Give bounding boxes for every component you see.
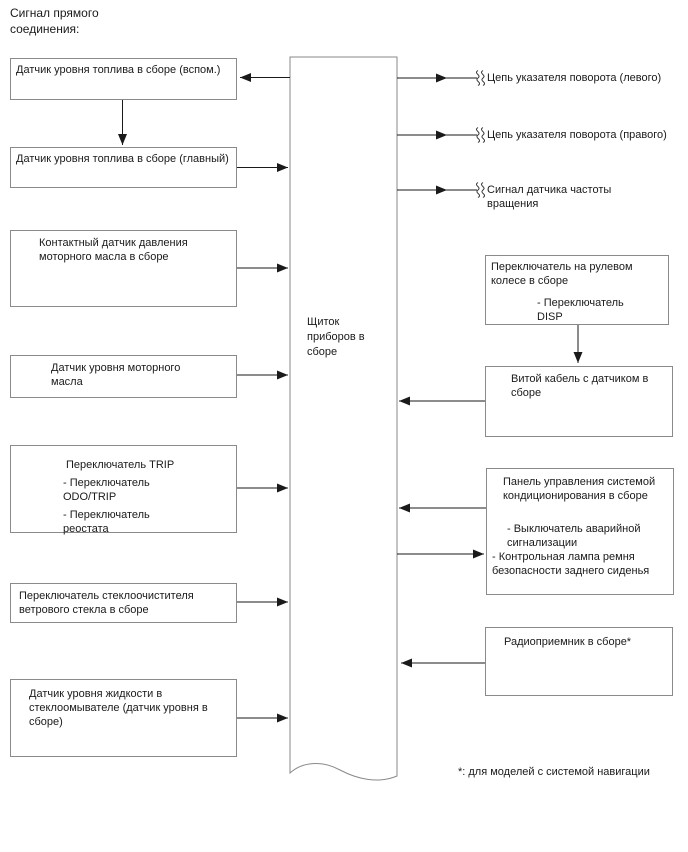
box-title: Переключатель на рулевом колесе в сборе — [491, 261, 633, 287]
signal-speed-sensor-label: Сигнал датчика частоты вращения — [487, 184, 612, 210]
signal-line-speed-sensor — [397, 182, 486, 198]
footnote: *: для моделей с системой навигации — [458, 766, 650, 778]
box-spiral-cable: Витой кабель с датчиком в сборе — [485, 366, 673, 437]
box-trip-switch: Переключатель TRIP - Переключатель ODO/T… — [10, 445, 237, 535]
box-label: Датчик уровня жидкости в стеклоомывателе… — [29, 688, 208, 728]
box-radio-receiver: Радиоприемник в сборе* — [485, 627, 673, 696]
box-fuel-sensor-main: Датчик уровня топлива в сборе (главный) — [10, 147, 237, 188]
box-title: Панель управления системой кондициониров… — [503, 476, 656, 502]
box-wiper-switch: Переключатель стеклоочистителя ветрового… — [10, 583, 237, 623]
box-label: Датчик уровня топлива в сборе (главный) — [16, 153, 229, 165]
box-sub-item: - Переключатель DISP — [537, 297, 624, 323]
center-box-shape — [289, 56, 398, 781]
box-oil-pressure-switch: Контактный датчик давления моторного мас… — [10, 230, 237, 307]
box-label: Контактный датчик давления моторного мас… — [39, 237, 188, 263]
box-oil-level-sensor: Датчик уровня моторного масла — [10, 355, 237, 398]
box-instrument-cluster-label: Щиток приборов в сборе — [307, 316, 365, 358]
signal-turn-right-label: Цепь указателя поворота (правого) — [487, 129, 667, 141]
box-washer-level-sensor: Датчик уровня жидкости в стеклоомывателе… — [10, 679, 237, 757]
break-squiggle-icon — [475, 70, 481, 86]
break-squiggle-icon — [480, 182, 486, 198]
break-squiggle-icon — [475, 182, 481, 198]
box-sub-item: - Переключатель ODO/TRIP — [63, 477, 150, 503]
page-title: Сигнал прямого соединения: — [10, 6, 99, 36]
box-ac-control-panel: Панель управления системой кондициониров… — [486, 468, 674, 595]
box-label: Датчик уровня моторного масла — [51, 362, 181, 388]
box-sub-item: - Контрольная лампа ремня безопасности з… — [492, 551, 650, 577]
signal-turn-left-label: Цепь указателя поворота (левого) — [487, 72, 662, 84]
box-label: Витой кабель с датчиком в сборе — [511, 373, 649, 399]
box-sub-item: - Переключатель реостата — [63, 509, 150, 535]
box-fuel-sensor-sub: Датчик уровня топлива в сборе (вспом.) — [10, 58, 237, 100]
box-title: Переключатель TRIP — [66, 459, 175, 471]
box-sub-item: - Выключатель аварийной сигнализации — [507, 523, 641, 549]
break-squiggle-icon — [475, 127, 481, 143]
box-label: Датчик уровня топлива в сборе (вспом.) — [16, 64, 221, 76]
box-steering-pad-switch: Переключатель на рулевом колесе в сборе … — [485, 255, 669, 325]
signal-line-turn-right — [397, 127, 486, 143]
box-label: Переключатель стеклоочистителя ветрового… — [19, 590, 194, 616]
break-squiggle-icon — [480, 127, 486, 143]
signal-line-turn-left — [397, 70, 486, 86]
box-label: Радиоприемник в сборе* — [504, 636, 632, 648]
break-squiggle-icon — [480, 70, 486, 86]
